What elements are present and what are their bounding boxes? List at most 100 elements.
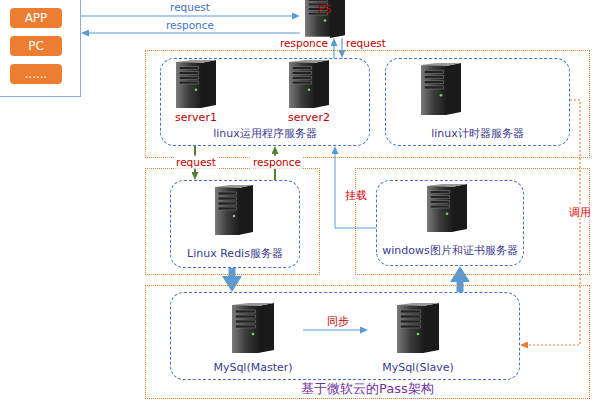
server-top xyxy=(397,303,439,306)
server-icon xyxy=(305,0,345,38)
drive-bay xyxy=(400,325,420,328)
server-side xyxy=(201,60,216,108)
server-top xyxy=(427,184,467,187)
server-front xyxy=(215,187,239,235)
drive-bay xyxy=(424,86,443,89)
node-label: 基于微软云的Pass架构 xyxy=(301,381,434,397)
server-side xyxy=(258,303,274,353)
server-group: Linux Redis服务器 xyxy=(170,180,300,268)
drive-bay xyxy=(400,310,420,313)
server-top xyxy=(421,63,461,66)
power-led xyxy=(440,94,443,97)
node-label: linux计时器服务器 xyxy=(431,127,524,140)
flow-arrow xyxy=(457,282,464,292)
drive-bay xyxy=(292,72,311,75)
drive-bay xyxy=(218,192,236,195)
connector xyxy=(303,329,360,330)
power-led xyxy=(252,333,255,336)
connector xyxy=(333,46,334,58)
node-label: MySql(Slave) xyxy=(382,361,454,374)
edge-label: request xyxy=(168,1,212,14)
power-led xyxy=(446,212,449,215)
server-picture xyxy=(397,303,439,353)
server-node: server1 xyxy=(165,60,227,124)
node-label: linux运用程序服务器 xyxy=(213,127,317,140)
drive-bay xyxy=(235,310,255,313)
edge-label: 调用 xyxy=(567,206,593,219)
edge-label: responce xyxy=(164,19,216,32)
drive-bay xyxy=(430,196,449,199)
server-top xyxy=(176,60,216,63)
drive-bay xyxy=(424,81,443,84)
power-led xyxy=(417,333,420,336)
server-icon xyxy=(421,63,461,115)
drive-bay xyxy=(179,72,198,75)
node-label: Linux Redis服务器 xyxy=(187,247,283,260)
server-top xyxy=(289,60,329,63)
server-side xyxy=(330,0,345,38)
server-picture xyxy=(232,303,274,353)
client-panel: APP PC...... xyxy=(0,0,81,97)
server-icon xyxy=(289,60,329,108)
server-picture xyxy=(289,60,329,108)
drive-bay xyxy=(218,202,236,205)
server-side xyxy=(446,63,461,115)
drive-bay xyxy=(218,207,236,210)
server-front xyxy=(421,65,447,115)
client-box: PC xyxy=(10,36,62,56)
drive-bay xyxy=(424,70,443,73)
drive-bay xyxy=(292,67,311,70)
client-label: PC xyxy=(28,39,44,53)
server-icon xyxy=(176,60,216,108)
server-node: MySql(Master) xyxy=(203,300,303,376)
client-label: ...... xyxy=(25,67,48,81)
node-label: F5 xyxy=(318,3,331,16)
drive-bay xyxy=(424,75,443,78)
drive-bay xyxy=(308,0,327,1)
power-led xyxy=(233,215,236,218)
server-side xyxy=(452,184,467,232)
power-led xyxy=(308,88,311,91)
drive-bay xyxy=(430,191,449,194)
server-icon xyxy=(397,303,439,353)
zone-frame: Linux Redis服务器 xyxy=(145,168,320,275)
edge-label: 挂载 xyxy=(343,189,369,202)
server-top xyxy=(215,185,253,188)
server-node: F5 xyxy=(300,0,350,38)
power-led xyxy=(324,19,327,22)
drive-bay xyxy=(400,315,420,318)
server-group: linux计时器服务器 xyxy=(385,58,570,146)
server-top xyxy=(232,303,274,306)
node-label: MySql(Master) xyxy=(213,361,292,374)
server-front xyxy=(232,305,259,353)
drive-bay xyxy=(235,320,255,323)
server-front xyxy=(397,305,424,353)
client-box: APP xyxy=(10,8,62,28)
drive-bay xyxy=(292,76,311,79)
zone-frame: windows图片和证书服务器 xyxy=(355,168,590,275)
node-label: server2 xyxy=(288,111,330,124)
server-front xyxy=(289,62,315,108)
drive-bay xyxy=(235,325,255,328)
connector xyxy=(89,32,300,33)
drive-bay xyxy=(400,320,420,323)
drive-bay xyxy=(430,205,449,208)
server-group: server1 server2 linux运用程序服务器 xyxy=(160,58,370,146)
drive-bay xyxy=(430,200,449,203)
connector xyxy=(341,38,342,50)
edge-label: responce xyxy=(278,37,330,50)
connector xyxy=(528,100,580,345)
zone-frame: server1 server2 linux运用程序服务器 linux计时器服务器 xyxy=(145,50,590,158)
server-icon xyxy=(427,184,467,232)
server-icon xyxy=(232,303,274,353)
client-box: ...... xyxy=(10,64,62,84)
server-side xyxy=(314,60,329,108)
server-picture xyxy=(421,63,461,115)
server-node: MySql(Slave) xyxy=(368,300,468,376)
node-label: server1 xyxy=(175,111,217,124)
server-icon xyxy=(215,185,253,235)
server-front xyxy=(427,186,453,232)
drive-bay xyxy=(179,67,198,70)
server-picture xyxy=(215,185,253,235)
